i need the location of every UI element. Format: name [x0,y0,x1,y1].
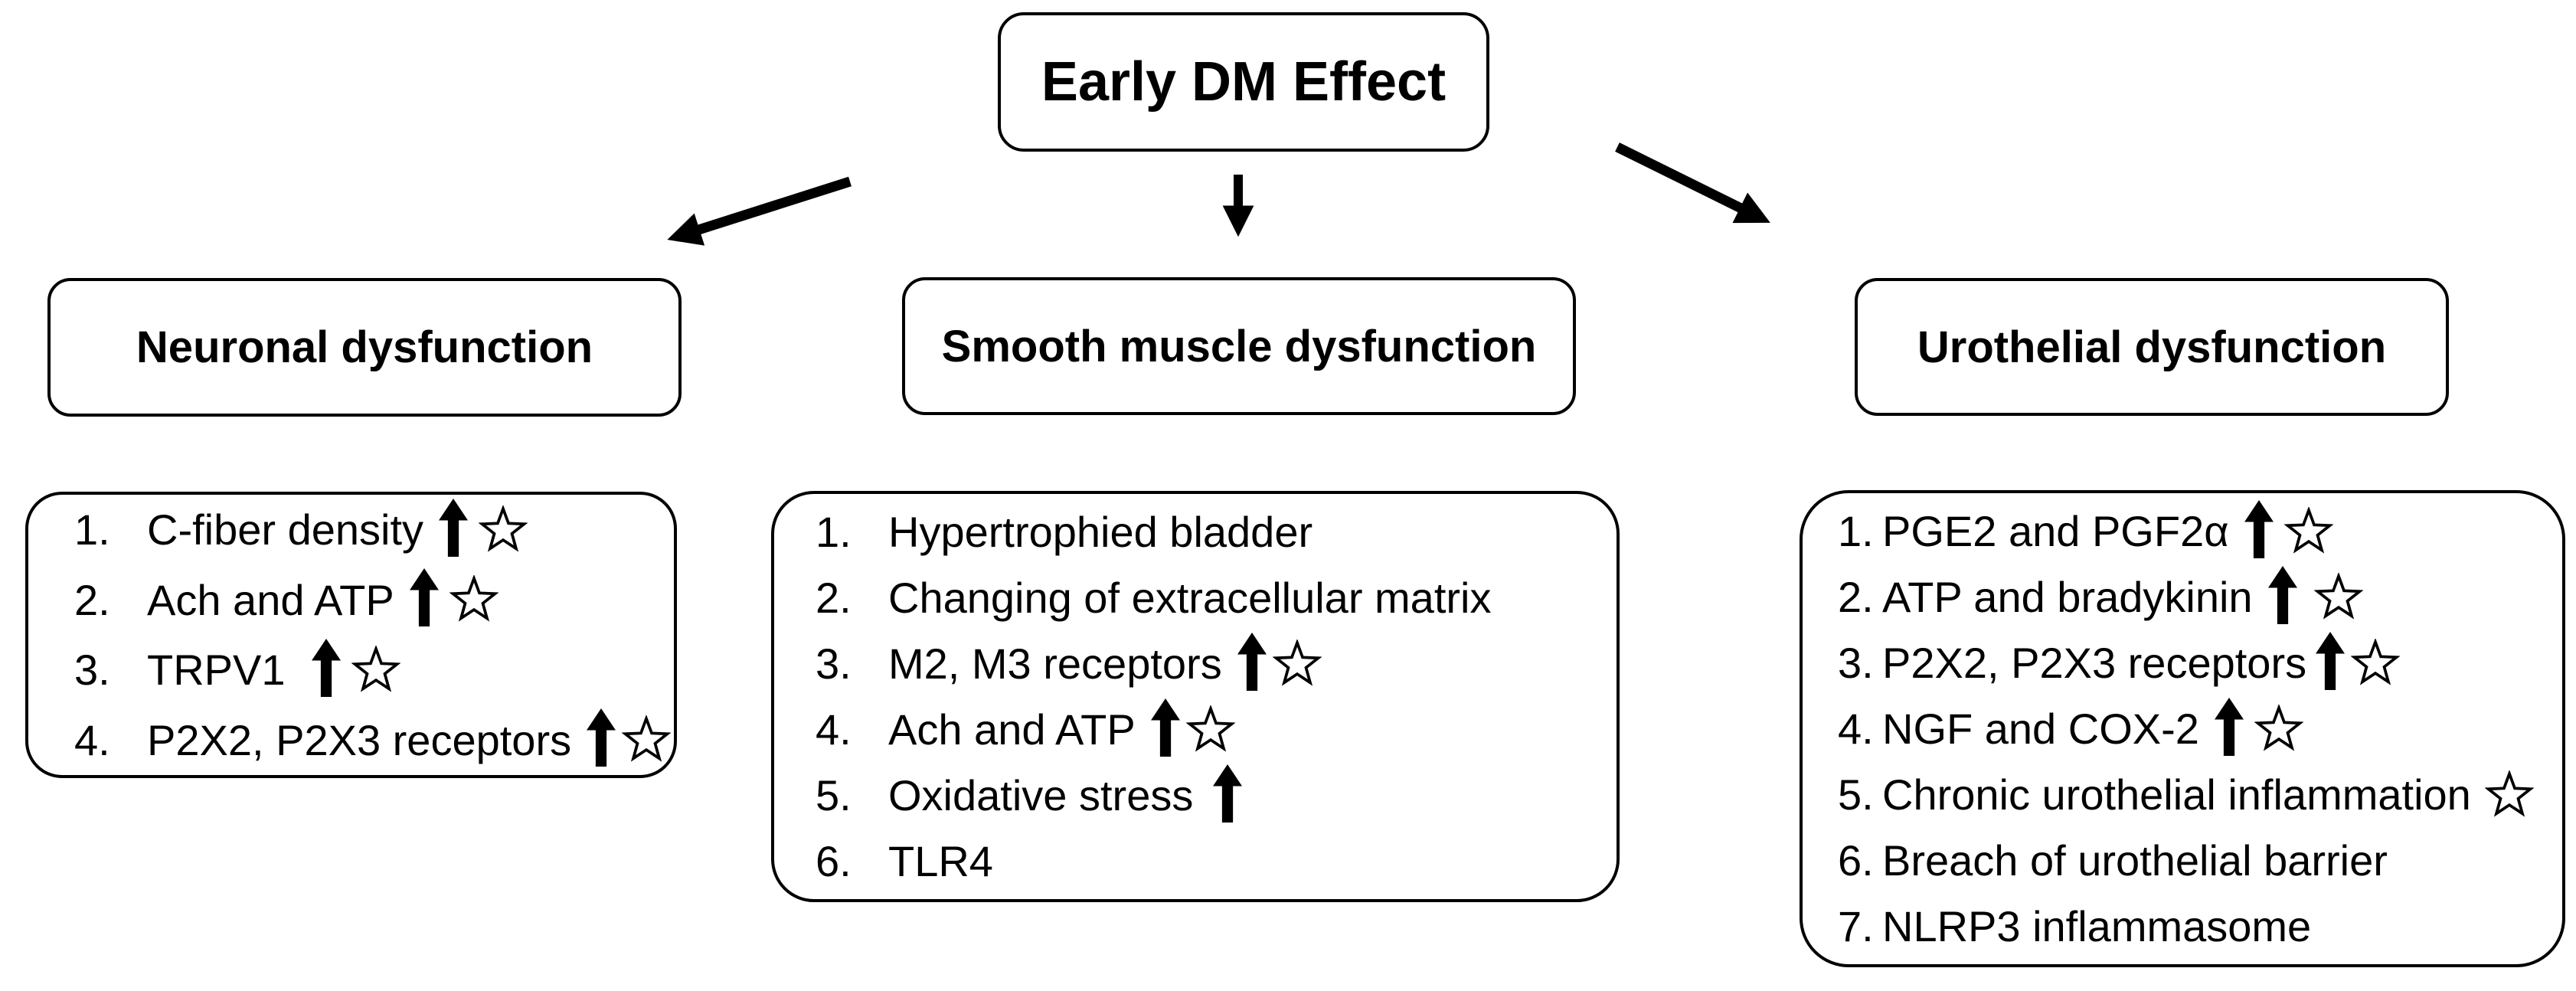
up-arrow-icon [2214,697,2244,756]
item-number: 3. [1838,639,1874,687]
list-item: 2. Changing of extracellular matrix [816,565,1617,631]
diagram-title: Early DM Effect [1041,51,1447,113]
header-label-smooth-muscle: Smooth muscle dysfunction [941,321,1537,371]
item-text: Hypertrophied bladder [888,508,1313,556]
list-item: 2. ATP and bradykinin [1838,564,2562,630]
star-outline-icon [2283,506,2333,554]
up-arrow-icon [311,638,341,697]
list-item: 7. NLRP3 inflammasome [1838,894,2562,960]
item-number: 6. [1838,836,1874,885]
up-arrow-icon [587,708,616,767]
title-box: Early DM Effect [998,12,1489,152]
item-text: NGF and COX-2 [1882,705,2199,753]
header-label-urothelial: Urothelial dysfunction [1917,322,2387,372]
star-outline-icon [1185,705,1235,752]
list-item: 2. Ach and ATP [74,565,674,636]
list-box-urothelial: 1. PGE2 and PGF2α 2. ATP and bradykinin … [1800,490,2565,967]
item-text: TLR4 [888,837,993,885]
list-item: 3. M2, M3 receptors [816,631,1617,697]
list-item: 6. Breach of urothelial barrier [1838,828,2562,894]
up-arrow-icon [2316,631,2346,690]
list-item: 1. PGE2 and PGF2α [1838,499,2562,564]
header-label-neuronal: Neuronal dysfunction [136,322,593,372]
item-text: NLRP3 inflammasome [1882,902,2312,950]
up-arrow-icon [2244,499,2274,558]
item-text: P2X2, P2X3 receptors [1882,639,2307,687]
list-item: 1. Hypertrophied bladder [816,499,1617,565]
star-outline-icon [2351,638,2401,685]
header-box-smooth-muscle: Smooth muscle dysfunction [902,277,1576,415]
list-item: 3. P2X2, P2X3 receptors [1838,630,2562,696]
list-item: 4. Ach and ATP [816,697,1617,763]
item-number: 2. [1838,573,1874,621]
item-text: Ach and ATP [888,705,1136,754]
list-box-neuronal: 1. C-fiber density 2. Ach and ATP 3. TRP… [25,492,677,778]
arrow-to-urothelial [1615,142,1770,224]
item-number: 3. [74,646,110,695]
list-item: 4. P2X2, P2X3 receptors [74,705,674,776]
list-item: 3. TRPV1 [74,635,674,705]
item-text: ATP and bradykinin [1882,573,2253,621]
star-outline-icon [1272,639,1322,686]
star-outline-icon [2254,704,2303,751]
up-arrow-icon [2267,565,2297,624]
list-item: 1. C-fiber density [74,495,674,565]
arrow-to-neuronal [667,176,852,246]
item-number: 4. [816,705,852,754]
item-text: TRPV1 [147,646,286,695]
item-number: 1. [816,508,852,556]
item-text: Chronic urothelial inflammation [1882,770,2471,819]
list-item: 6. TLR4 [816,829,1617,895]
item-number: 4. [74,715,110,764]
item-number: 4. [1838,705,1874,753]
item-text: P2X2, P2X3 receptors [147,715,572,764]
item-text: Breach of urothelial barrier [1882,836,2388,885]
list-item: 5. Chronic urothelial inflammation [1838,762,2562,828]
header-box-neuronal: Neuronal dysfunction [47,278,682,417]
item-number: 1. [74,505,110,554]
up-arrow-icon [1237,632,1267,691]
item-text: M2, M3 receptors [888,639,1222,688]
star-outline-icon [2484,770,2534,817]
item-text: Oxidative stress [888,771,1194,819]
up-arrow-icon [439,498,469,557]
item-number: 5. [816,771,852,819]
item-number: 5. [1838,770,1874,819]
list-item: 4. NGF and COX-2 [1838,696,2562,762]
up-arrow-icon [1213,764,1243,823]
item-number: 7. [1838,902,1874,950]
item-text: C-fiber density [147,505,424,554]
header-box-urothelial: Urothelial dysfunction [1855,278,2449,416]
star-outline-icon [622,715,672,762]
item-text: PGE2 and PGF2α [1882,507,2229,555]
list-item: 5. Oxidative stress [816,763,1617,829]
up-arrow-icon [409,568,439,627]
item-number: 2. [74,575,110,624]
star-outline-icon [2313,572,2363,620]
item-number: 1. [1838,507,1874,555]
item-number: 3. [816,639,852,688]
item-number: 6. [816,837,852,885]
star-outline-icon [351,645,400,692]
item-number: 2. [816,574,852,622]
list-box-smooth-muscle: 1. Hypertrophied bladder 2. Changing of … [771,491,1620,902]
star-outline-icon [449,575,499,622]
star-outline-icon [479,505,528,552]
item-text: Ach and ATP [147,575,394,624]
up-arrow-icon [1150,698,1180,757]
item-text: Changing of extracellular matrix [888,574,1492,622]
